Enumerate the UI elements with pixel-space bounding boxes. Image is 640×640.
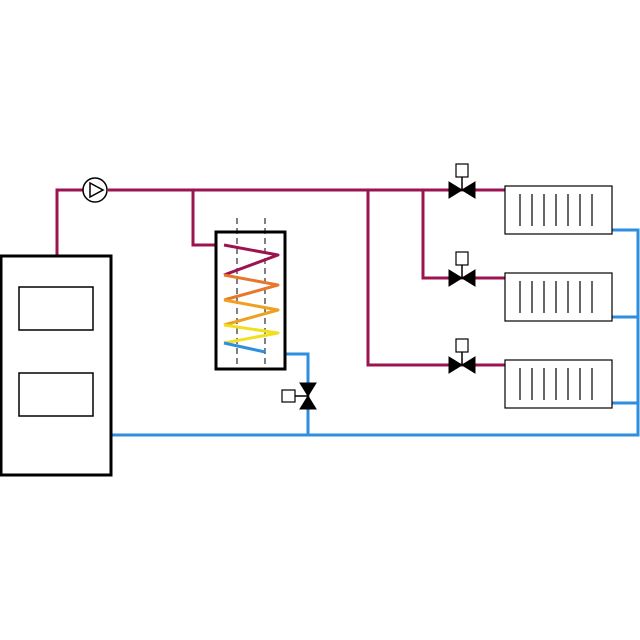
boiler-upper-panel xyxy=(18,286,94,331)
coil-segment-4 xyxy=(223,323,280,345)
boiler[interactable] xyxy=(0,254,113,477)
valve-actuator xyxy=(455,338,469,353)
motorized-valve-icon[interactable] xyxy=(281,382,317,410)
radiator-fins xyxy=(519,368,593,400)
radiator-fins xyxy=(519,194,593,226)
supply-branch-radiator-2 xyxy=(421,190,505,280)
boiler-lower-panel xyxy=(18,372,94,417)
radiator-body xyxy=(504,359,613,409)
valve-body xyxy=(299,382,317,410)
motorized-valve-icon[interactable] xyxy=(448,338,476,374)
radiator-3[interactable] xyxy=(504,359,613,409)
coil-segment-2 xyxy=(223,273,280,302)
radiator-1[interactable] xyxy=(504,185,613,235)
motorized-valve-icon[interactable] xyxy=(448,163,476,199)
hot-water-tank[interactable] xyxy=(214,218,287,371)
coil-segment-5 xyxy=(223,341,266,354)
pump-icon[interactable] xyxy=(82,177,108,203)
valve-body xyxy=(448,181,476,199)
pump-arrow xyxy=(89,181,105,199)
radiator-2[interactable] xyxy=(504,272,613,322)
valve-actuator xyxy=(281,389,296,403)
supply-tank-feed-pipe xyxy=(191,190,224,247)
coil-segment-3 xyxy=(223,298,280,327)
coil-segment-1 xyxy=(223,243,280,277)
valve-body xyxy=(448,269,476,287)
valve-body xyxy=(448,356,476,374)
radiator-body xyxy=(504,272,613,322)
radiator-body xyxy=(504,185,613,235)
tank-coil-icon xyxy=(223,243,280,354)
supply-riser-pipe xyxy=(55,188,83,256)
valve-actuator xyxy=(455,163,469,178)
radiator-fins xyxy=(519,281,593,313)
motorized-valve-icon[interactable] xyxy=(448,251,476,287)
return-main-pipe xyxy=(111,228,640,437)
valve-actuator xyxy=(455,251,469,266)
